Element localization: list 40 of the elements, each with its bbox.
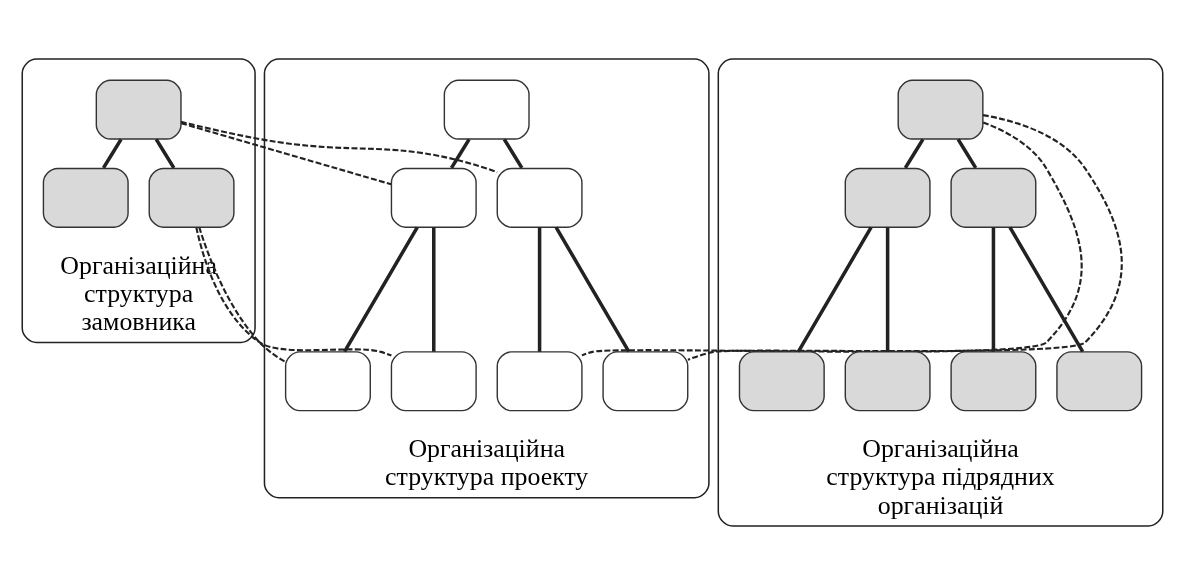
- node-box: [950, 167, 1037, 228]
- node-box: [1056, 351, 1143, 412]
- connector: [154, 138, 176, 169]
- node-box: [148, 167, 235, 228]
- node-box: [284, 351, 371, 412]
- connector: [956, 138, 978, 169]
- connector: [198, 227, 286, 363]
- node-box: [390, 167, 477, 228]
- connector: [796, 226, 873, 353]
- connector: [502, 138, 524, 169]
- node-box: [844, 167, 931, 228]
- node-box: [950, 351, 1037, 412]
- cluster: Організаційна структура замовника: [21, 58, 256, 344]
- connector: [101, 138, 123, 169]
- connector: [432, 227, 436, 352]
- connector: [450, 138, 471, 169]
- node-box: [95, 79, 182, 140]
- connector: [903, 138, 925, 169]
- connector: [180, 120, 498, 174]
- node-box: [443, 79, 530, 140]
- node-box: [390, 351, 477, 412]
- connector: [687, 114, 1123, 361]
- node-box: [496, 167, 583, 228]
- connector: [537, 227, 542, 352]
- connector: [180, 122, 392, 186]
- node-box: [496, 351, 583, 412]
- node-box: [602, 351, 689, 412]
- cluster: Організаційна структура проекту: [263, 58, 710, 499]
- node-box: [42, 167, 129, 228]
- cluster: Організаційна структура підрядних організацій: [717, 58, 1164, 527]
- node-box: [844, 351, 931, 412]
- connector: [343, 226, 419, 353]
- connector: [554, 226, 631, 353]
- connector: [195, 227, 392, 357]
- connector: [1008, 226, 1085, 353]
- connector: [885, 227, 890, 352]
- connector: [581, 121, 1083, 357]
- connector: [991, 227, 996, 352]
- node-box: [738, 351, 825, 412]
- node-box: [897, 79, 984, 140]
